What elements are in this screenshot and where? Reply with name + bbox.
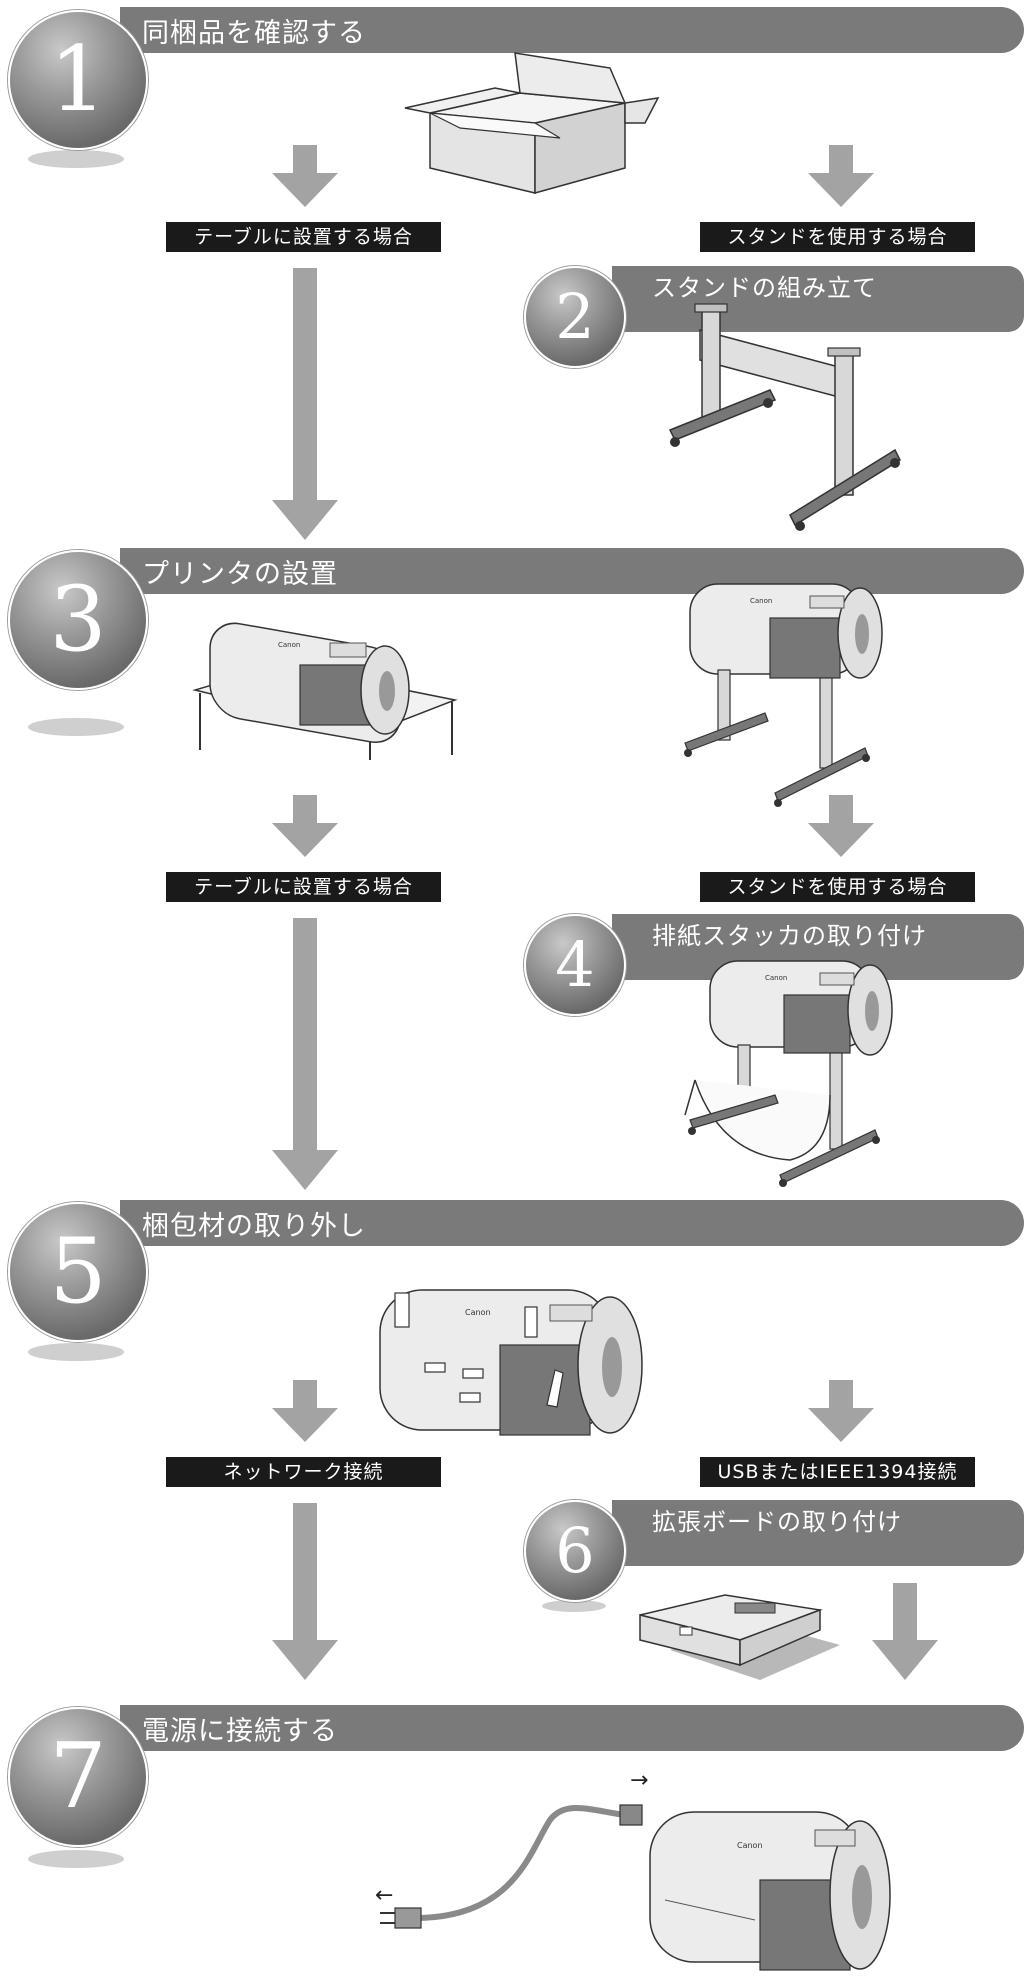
step-1-number-circle: 1 [8, 10, 148, 150]
step-7-number: 7 [49, 1724, 107, 1829]
step-6-shadow [542, 1600, 606, 1612]
flow-line-left-1 [293, 268, 317, 506]
printer-brand-text-3a: Canon [278, 641, 300, 649]
step-7-number-circle: 7 [8, 1707, 148, 1847]
flow-line-left-3 [293, 918, 317, 1156]
step-6-number-circle: 6 [524, 1500, 626, 1602]
step-6-banner: 拡張ボードの取り付け [612, 1500, 1024, 1566]
arrow-head-left-3 [272, 1150, 338, 1190]
arrow-left-indicator: ← [375, 1883, 394, 1908]
arrow-down-right-1 [808, 145, 874, 207]
step-3-number-circle: 3 [8, 550, 148, 690]
cardboard-box-icon [404, 52, 660, 194]
label-usb-ieee: USBまたはIEEE1394接続 [700, 1457, 975, 1487]
step-2-number: 2 [555, 280, 595, 353]
label-stand-case-3: スタンドを使用する場合 [700, 872, 975, 902]
label-network: ネットワーク接続 [166, 1457, 441, 1487]
step-5-number: 5 [49, 1219, 107, 1324]
arrow-head-right-6 [872, 1640, 938, 1680]
step-7-banner: 電源に接続する [120, 1705, 1024, 1751]
step-5-banner: 梱包材の取り外し [120, 1200, 1024, 1246]
step-7-title: 電源に接続する [142, 1715, 338, 1747]
packing-materials-printer-icon: Canon [379, 1289, 643, 1436]
step-1-title: 同梱品を確認する [142, 17, 366, 49]
step-3-banner: プリンタの設置 [120, 548, 1024, 594]
step-5-title: 梱包材の取り外し [142, 1210, 366, 1242]
arrow-head-left-1 [272, 500, 338, 540]
step-2-title: スタンドの組み立て [652, 274, 877, 302]
step-3-number: 3 [49, 567, 107, 672]
step-3-shadow [28, 718, 124, 736]
step-7-shadow [28, 1850, 124, 1868]
label-table-case-3: テーブルに設置する場合 [166, 872, 441, 902]
printer-brand-text-7: Canon [737, 1841, 763, 1850]
step-1-shadow [28, 150, 124, 168]
arrow-down-right-3 [808, 795, 874, 857]
arrow-down-left-1 [272, 145, 338, 207]
flow-line-right-6 [893, 1583, 917, 1643]
step-5-shadow [28, 1343, 124, 1361]
arrow-right-indicator: → [630, 1768, 649, 1793]
arrow-down-left-3 [272, 795, 338, 857]
printer-brand-text-4: Canon [765, 974, 787, 982]
power-cable-icon [380, 1804, 643, 1929]
step-6-title: 拡張ボードの取り付け [652, 1508, 902, 1536]
arrow-down-left-5 [272, 1380, 338, 1442]
step-5-number-circle: 5 [8, 1202, 148, 1342]
step-3-title: プリンタの設置 [142, 558, 338, 590]
step-4-number-circle: 4 [524, 914, 626, 1016]
printer-stand-icon [668, 303, 901, 531]
printer-brand-text-5: Canon [465, 1308, 491, 1317]
printer-icon: Canon [649, 1811, 891, 1971]
output-stacker-icon: Canon [684, 960, 893, 1187]
expansion-board-icon [639, 1594, 840, 1680]
label-table-case-1: テーブルに設置する場合 [166, 222, 441, 252]
flow-line-left-5 [293, 1503, 317, 1643]
step-4-title: 排紙スタッカの取り付け [652, 922, 927, 950]
printer-on-stand-icon: Canon [684, 583, 883, 807]
label-stand-case-1: スタンドを使用する場合 [700, 222, 975, 252]
step-4-number: 4 [555, 928, 595, 1001]
printer-brand-text-3b: Canon [750, 597, 772, 605]
step-6-number: 6 [555, 1514, 595, 1587]
step-1-banner: 同梱品を確認する [120, 7, 1024, 53]
step-2-banner: スタンドの組み立て [612, 266, 1024, 332]
printer-on-table-icon: Canon [192, 622, 458, 760]
arrow-down-right-5 [808, 1380, 874, 1442]
step-2-number-circle: 2 [524, 266, 626, 368]
arrow-head-left-5 [272, 1640, 338, 1680]
step-1-number: 1 [49, 27, 107, 132]
step-4-banner: 排紙スタッカの取り付け [612, 914, 1024, 980]
